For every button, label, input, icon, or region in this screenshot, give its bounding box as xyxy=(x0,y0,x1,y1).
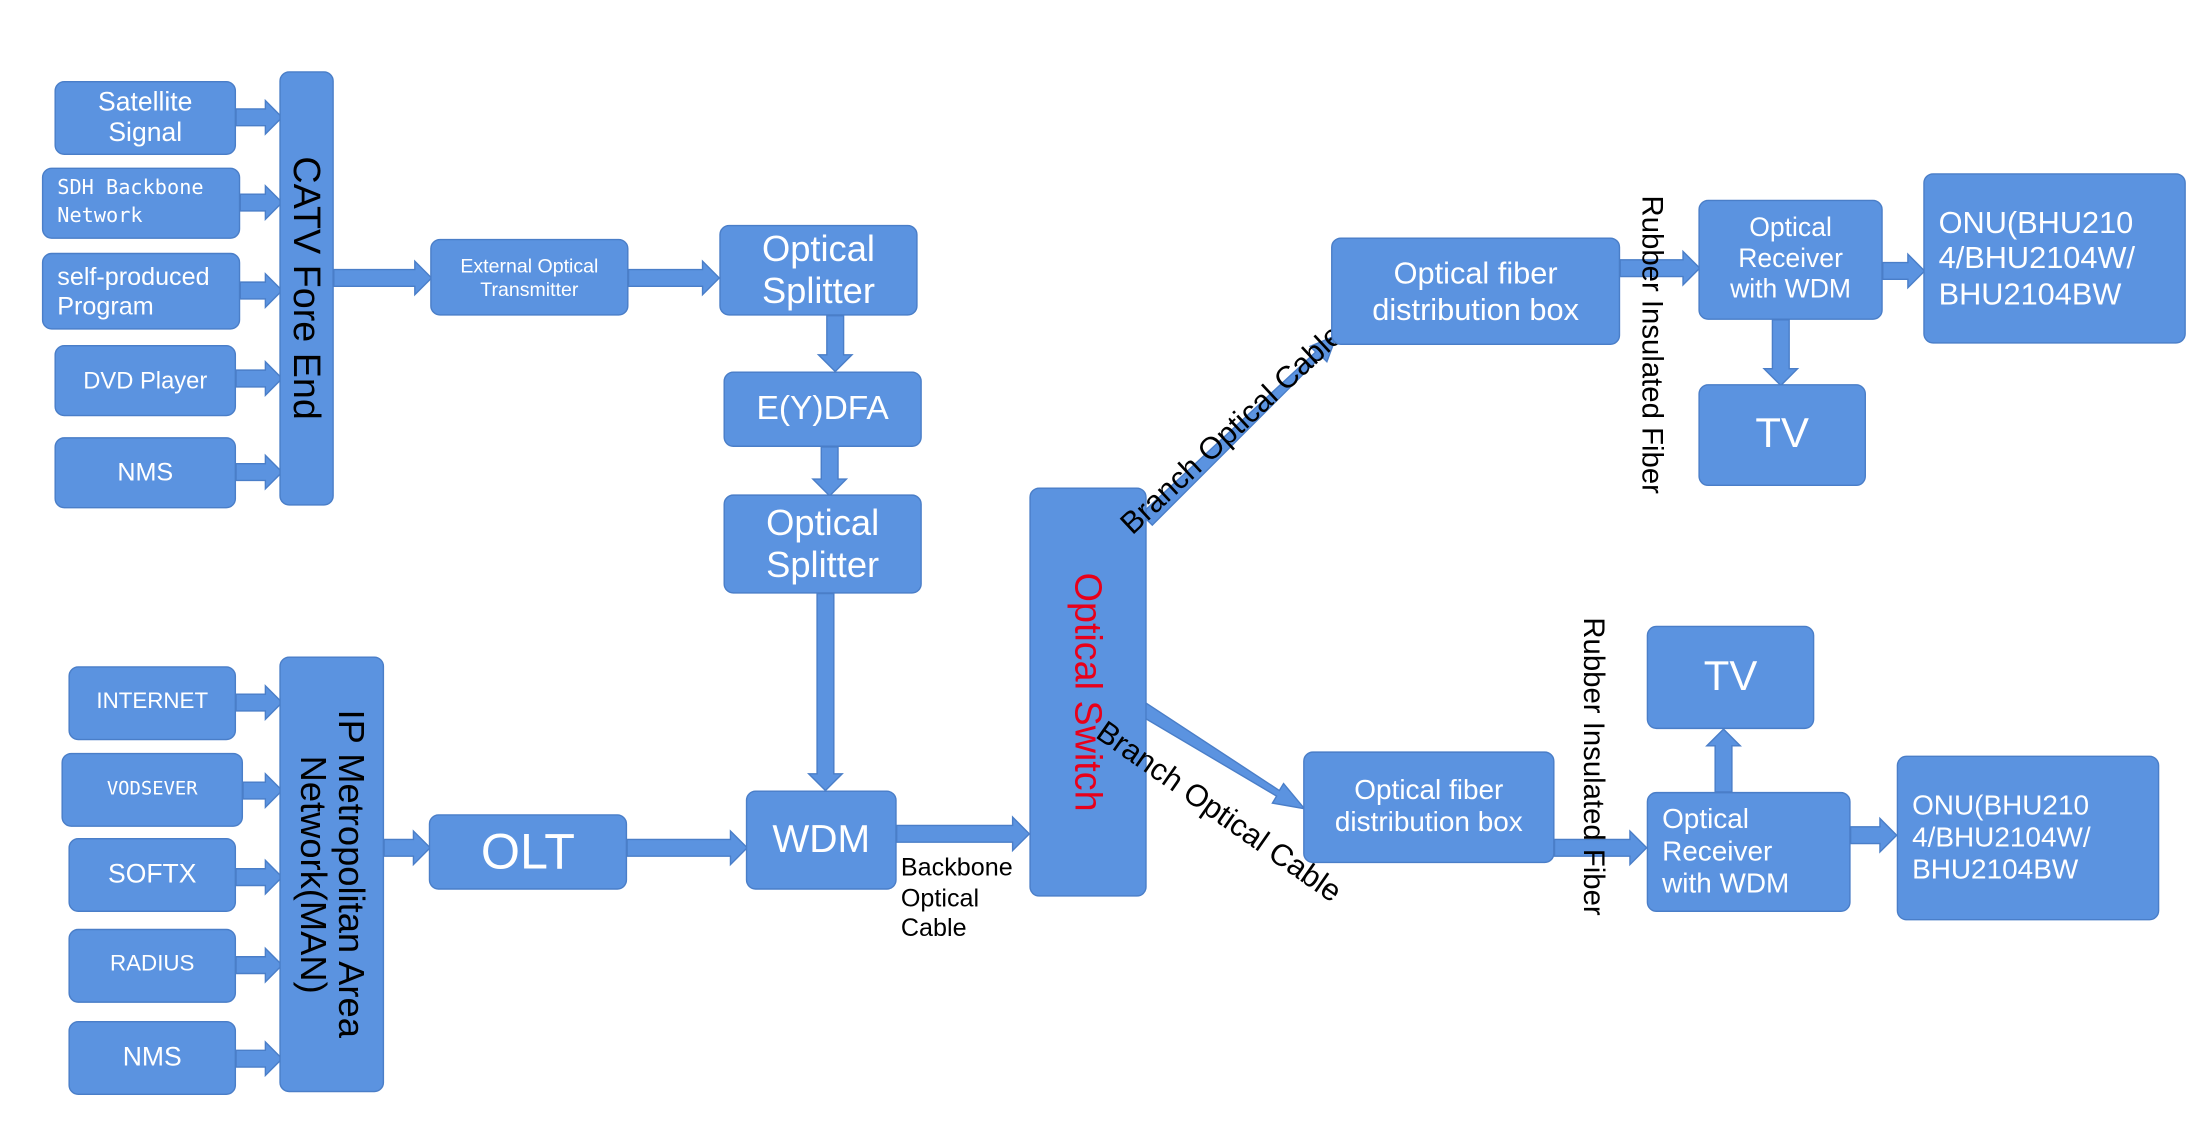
top-onu-box: ONU(BHU210 4/BHU2104W/ BHU2104BW xyxy=(1923,173,2186,344)
arrow-nms-to-fore-end xyxy=(235,453,284,491)
arrow-olt-to-wdm xyxy=(626,829,749,867)
catv-fore-end-label: CATV Fore End xyxy=(285,156,328,421)
self-produced-program-box: self-produced Program xyxy=(41,252,241,330)
arrow-wdm-to-switch xyxy=(895,815,1031,853)
edfa-box: E(Y)DFA xyxy=(723,371,922,447)
sdh-backbone-box: SDH Backbone Network xyxy=(41,167,241,239)
optical-splitter-1-box: Optical Splitter xyxy=(719,224,918,316)
dvd-player-box: DVD Player xyxy=(54,344,237,417)
arrow-nms2-to-man xyxy=(235,1040,284,1078)
ip-man-box: IP Metropolitan Area Network(MAN) xyxy=(279,656,385,1093)
wdm-box: WDM xyxy=(745,790,897,890)
arrow-bottom-receiver-to-onu xyxy=(1849,816,1898,854)
arrow-top-box-to-receiver xyxy=(1619,249,1701,287)
arrow-splitter-to-edfa xyxy=(816,314,854,373)
bottom-rubber-fiber-label: Rubber Insulated Fiber xyxy=(1576,617,1609,916)
ip-man-label: IP Metropolitan Area Network(MAN) xyxy=(292,710,373,1039)
arrow-splitter2-to-wdm xyxy=(807,592,844,792)
bottom-onu-box: ONU(BHU210 4/BHU2104W/ BHU2104BW xyxy=(1896,755,2160,921)
arrow-satellite-to-fore-end xyxy=(235,98,284,136)
arrow-man-to-olt xyxy=(383,829,432,867)
arrow-sdh-to-fore-end xyxy=(239,184,284,221)
satellite-signal-box: Satellite Signal xyxy=(54,81,237,156)
arrow-radius-to-man xyxy=(235,946,284,984)
arrow-top-receiver-to-tv xyxy=(1762,319,1800,387)
vodsever-box: VODSEVER xyxy=(61,752,244,827)
arrow-vodsever-to-man xyxy=(242,772,284,809)
arrow-switch-to-bottom-box xyxy=(1138,701,1307,810)
arrow-top-receiver-to-onu xyxy=(1882,252,1926,290)
top-tv-box: TV xyxy=(1698,384,1866,487)
top-distribution-box: Optical fiber distribution box xyxy=(1331,237,1621,345)
backbone-optical-cable-label: Backbone Optical Cable xyxy=(900,853,1013,942)
softx-box: SOFTX xyxy=(68,838,237,913)
olt-box: OLT xyxy=(428,814,628,890)
ip-nms-box: NMS xyxy=(68,1020,237,1096)
external-optical-transmitter-box: External Optical Transmitter xyxy=(430,238,629,316)
top-optical-receiver-box: Optical Receiver with WDM xyxy=(1698,199,1883,320)
optical-switch-label: Optical Switch xyxy=(1067,572,1110,812)
arrow-transmitter-to-splitter xyxy=(627,259,721,297)
arrow-switch-to-top-box xyxy=(1140,333,1338,527)
internet-box: INTERNET xyxy=(68,666,237,741)
arrow-edfa-to-splitter2 xyxy=(811,446,849,497)
arrow-program-to-fore-end xyxy=(239,272,284,309)
bottom-optical-receiver-box: Optical Receiver with WDM xyxy=(1646,791,1851,913)
arrow-internet-to-man xyxy=(235,684,284,721)
arrow-bottom-receiver-to-tv xyxy=(1705,728,1742,793)
arrow-fore-end-to-transmitter xyxy=(333,259,433,297)
arrow-bottom-box-to-receiver xyxy=(1553,829,1648,867)
top-rubber-fiber-label: Rubber Insulated Fiber xyxy=(1635,195,1668,494)
arrow-dvd-to-fore-end xyxy=(235,360,284,397)
radius-box: RADIUS xyxy=(68,928,237,1003)
bottom-distribution-box: Optical fiber distribution box xyxy=(1303,751,1555,864)
catv-fore-end-box: CATV Fore End xyxy=(279,71,334,506)
optical-switch-box: Optical Switch xyxy=(1029,487,1147,897)
catv-nms-box: NMS xyxy=(54,437,237,509)
optical-splitter-2-box: Optical Splitter xyxy=(723,494,922,594)
bottom-tv-box: TV xyxy=(1646,625,1815,730)
arrow-softx-to-man xyxy=(235,858,284,896)
